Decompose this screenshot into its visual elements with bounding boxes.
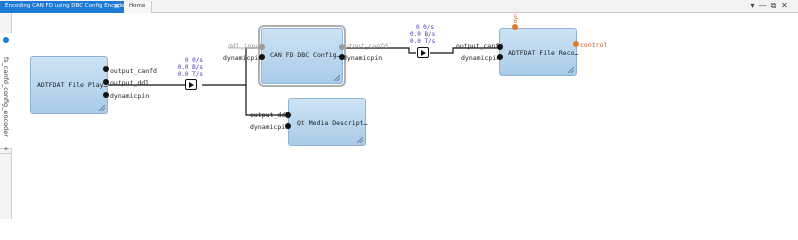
play-icon [189,81,194,88]
link-recorder-player-to-recorder [430,47,499,54]
tab-bar: Encoding CAN FD using DBC Config Encoder… [0,0,798,13]
node-title: CAN FD DBC Config… [270,51,341,59]
port-label: dynamicpin [250,123,290,131]
close-tab-icon[interactable]: ✕ [113,2,120,11]
port-dyn-top[interactable] [512,24,518,30]
tab-encoding-can-fd[interactable]: Encoding CAN FD using DBC Config Encoder… [0,1,127,13]
port-dynamicpin[interactable] [103,92,109,98]
rate-bytes: 0.0 B/s [410,31,436,38]
port-label: dyn [513,14,519,24]
rate-triggers: 0.0 T/s [410,38,436,45]
play-control-button[interactable] [417,47,429,58]
port-label: output_canfd [110,67,157,75]
resize-grip-icon[interactable] [357,137,363,143]
node-title: Qt Media Descript… [297,119,368,127]
resize-grip-icon[interactable] [334,75,340,81]
port-label: output_ddl [110,79,150,87]
port-output-canfd[interactable] [103,66,109,72]
port-dynamicpin-out[interactable] [339,54,345,60]
tab-label: Encoding CAN FD using DBC Config Encoder [5,3,127,9]
play-control-button[interactable] [185,79,197,90]
rate-bytes: 0.0 B/s [177,64,203,71]
resize-grip-icon[interactable] [568,67,574,73]
rate-samples: 0 0/s [184,57,203,64]
connection-lines [108,47,499,116]
port-output-ddl-in[interactable] [285,112,291,118]
link-rate-1: 0 0/s 0.0 B/s 0.0 T/s [171,57,203,78]
port-label: dynamicpin [110,92,150,100]
port-label: output_canfd [456,42,503,50]
menu-chevron-icon[interactable]: ▾ [750,1,755,10]
minimize-icon[interactable]: — [758,1,767,10]
port-output-canfd[interactable] [339,44,345,50]
node-title: ADTFDAT File Play… [37,81,108,89]
tab-home[interactable]: Home [124,1,152,13]
resize-grip-icon[interactable] [99,105,105,111]
link-dbc-to-recorder-player [344,47,416,54]
node-title: ADTFDAT File Reco… [508,49,579,57]
node-adtfdat-file-recorder[interactable]: ADTFDAT File Reco… [499,28,579,76]
node-qt-media-description[interactable]: Qt Media Descript… [288,98,368,146]
rate-samples: 0 0/s [415,24,434,31]
play-icon [421,49,426,56]
window-close-icon[interactable]: ✕ [781,1,788,10]
port-control[interactable] [573,41,579,47]
node-can-fd-dbc-config-encoder[interactable]: CAN FD DBC Config… [258,25,346,87]
port-label: dynamicpin [223,54,263,62]
port-dynamicpin-in[interactable] [285,123,291,129]
node-adtfdat-file-player[interactable]: ADTFDAT File Play… [30,56,108,114]
port-label: dynamicpin [461,54,501,62]
port-dynamicpin-in[interactable] [497,54,503,60]
active-dot-icon [3,37,9,43]
port-ddl-input[interactable] [259,44,265,50]
restore-icon[interactable]: ⧉ [770,1,777,10]
port-dynamicpin-in[interactable] [259,54,265,60]
graph-canvas[interactable]: ADTFDAT File Play… output_canfd output_d… [13,14,798,219]
side-tab-label: fs_canfd_config_encoder [2,57,10,137]
link-rate-2: 0 0/s 0.0 B/s 0.0 T/s [410,24,436,45]
port-label: output_ddl [250,111,290,119]
port-label: dynamicpin [343,54,383,62]
side-panel: fs_canfd_config_encoder + [0,13,12,219]
port-label: ddl_input [228,42,264,50]
add-icon[interactable]: + [0,144,12,154]
rate-triggers: 0.0 T/s [177,71,203,78]
side-tab-config-encoder[interactable]: fs_canfd_config_encoder [0,33,12,149]
port-label: control [580,41,608,49]
tab-home-label: Home [129,3,146,9]
port-label: output_canfd [341,42,388,50]
port-output-ddl[interactable] [103,79,109,85]
link-control-to-qt [245,85,286,116]
port-output-canfd-in[interactable] [497,44,503,50]
